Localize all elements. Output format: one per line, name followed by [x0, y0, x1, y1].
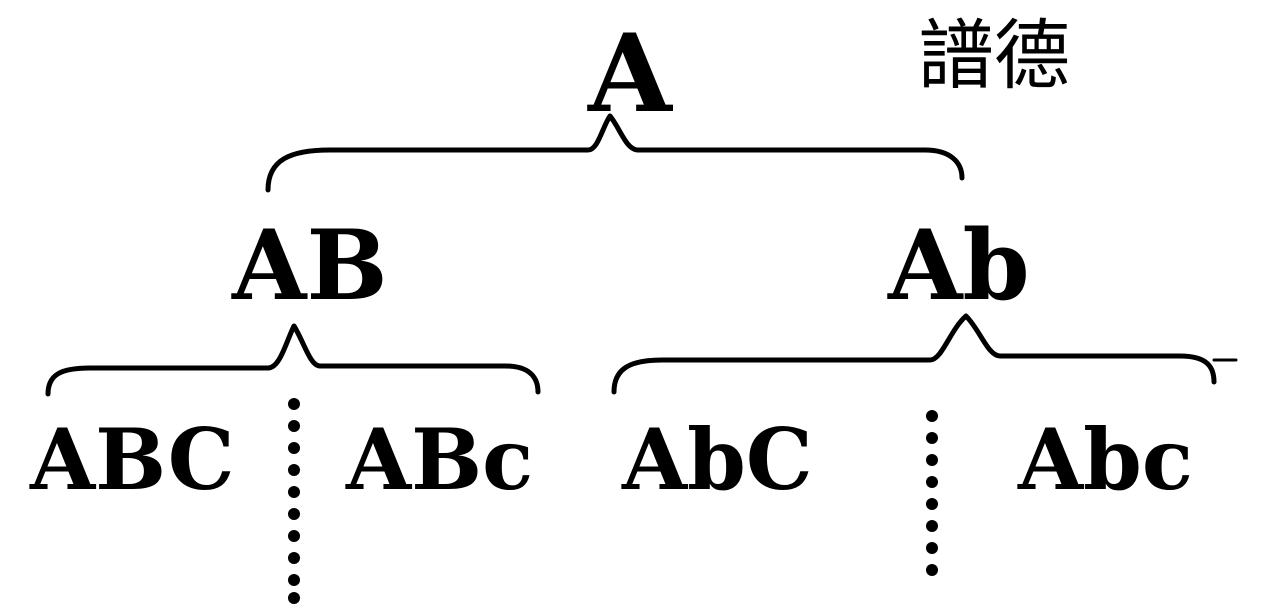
dotted-line-left [288, 398, 300, 604]
caption-label: 譜德 [918, 11, 1070, 100]
leaf-label-1: ABC [30, 410, 235, 509]
brace-right [611, 313, 1217, 395]
brace-root [265, 113, 965, 193]
root-node-label: A [588, 11, 672, 137]
branch-left-label: AB [232, 209, 388, 322]
leaf-label-2: ABc [346, 410, 534, 509]
dotted-line-right [926, 410, 938, 576]
leaf-label-4: Abc [1018, 410, 1194, 509]
branch-right-label: Ab [888, 209, 1030, 322]
leaf-label-3: AbC [622, 410, 813, 509]
brace-left [45, 323, 541, 397]
